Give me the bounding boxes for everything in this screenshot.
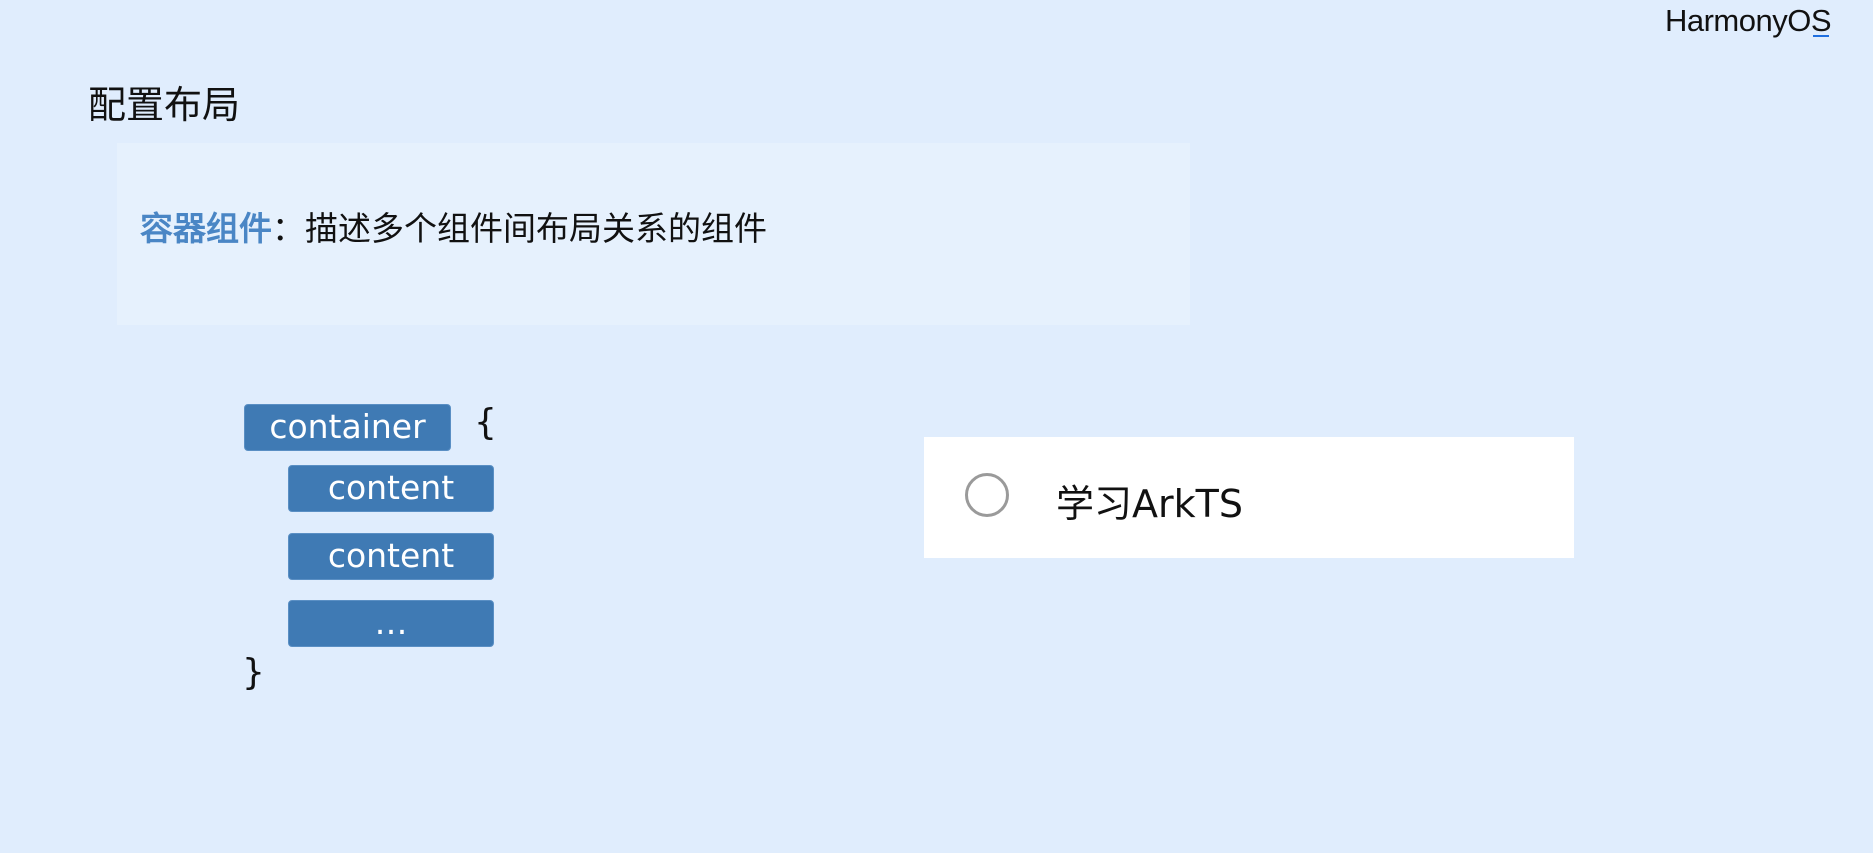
logo-accent-letter: S (1810, 3, 1832, 38)
definition-panel: 容器组件：描述多个组件间布局关系的组件 (117, 143, 1190, 325)
definition-description: 描述多个组件间布局关系的组件 (305, 209, 767, 248)
todo-item-card: 学习ArkTS (924, 437, 1574, 558)
definition-separator: ： (272, 209, 305, 248)
close-brace: } (242, 652, 265, 693)
ellipsis-chip: … (288, 600, 494, 647)
todo-item-label: 学习ArkTS (1056, 482, 1243, 526)
page-title: 配置布局 (88, 83, 241, 127)
open-brace: { (474, 402, 497, 443)
container-chip: container (244, 404, 451, 451)
harmonyos-logo: HarmonyOS (1664, 3, 1832, 38)
todo-checkbox-circle[interactable] (965, 473, 1009, 517)
definition-term: 容器组件 (140, 209, 272, 248)
definition-text: 容器组件：描述多个组件间布局关系的组件 (140, 202, 767, 250)
content-chip-2: content (288, 533, 494, 580)
content-chip-1: content (288, 465, 494, 512)
